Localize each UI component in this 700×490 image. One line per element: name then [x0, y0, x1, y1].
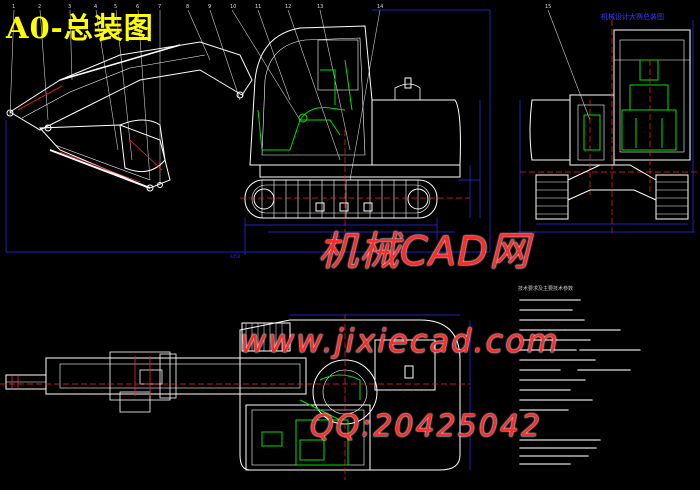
callout-8: 8: [186, 4, 189, 10]
callout-10: 10: [230, 4, 236, 10]
operator-seat-front: [583, 59, 677, 151]
svg-text:2250: 2250: [330, 234, 341, 239]
sheet-title-small: 机械设计大赛总装图: [601, 13, 664, 21]
track-front-right: [655, 174, 689, 220]
callout-12: 12: [285, 4, 291, 10]
track-side: [244, 179, 438, 219]
track-front-left: [535, 174, 569, 220]
arm: [38, 124, 171, 189]
callout-6: 6: [136, 4, 139, 10]
callout-9: 9: [208, 4, 211, 10]
front-view: [518, 20, 700, 235]
svg-text:9450: 9450: [230, 254, 241, 259]
operator-seat-top: [261, 374, 361, 466]
callout-1: 1: [12, 4, 15, 10]
callout-4: 4: [94, 4, 97, 10]
top-view: [0, 314, 471, 480]
watermark-url: www.jixiecad.com: [240, 322, 560, 360]
upper-structure-top: [239, 319, 461, 471]
engine-housing: [371, 99, 461, 166]
callout-7: 7: [158, 4, 161, 10]
callout-13: 13: [317, 4, 323, 10]
callout-15: 15: [545, 4, 551, 10]
bucket: [119, 119, 166, 173]
callout-numbers: 1 2 3 4 5 6 7 8 9 10 11 12 13 14 15: [12, 4, 551, 10]
boom: [9, 41, 253, 131]
callout-5: 5: [114, 4, 117, 10]
side-view: 1 2 3 4 5 6 7 8 9 10 11 12 13 14 15: [5, 4, 591, 259]
technical-notes: [519, 299, 641, 465]
callout-14: 14: [377, 4, 383, 10]
callout-3: 3: [68, 4, 71, 10]
callout-2: 2: [38, 4, 41, 10]
operator-seat-side: [257, 59, 353, 151]
drawing-title: A0-总装图: [6, 11, 154, 45]
watermark-qq: QQ:20425042: [310, 409, 543, 444]
cab: [249, 25, 373, 166]
watermark-site-name: 机械CAD网: [318, 229, 531, 275]
callout-11: 11: [255, 4, 261, 10]
notes-title: 技术要求及主要技术参数: [518, 286, 574, 292]
